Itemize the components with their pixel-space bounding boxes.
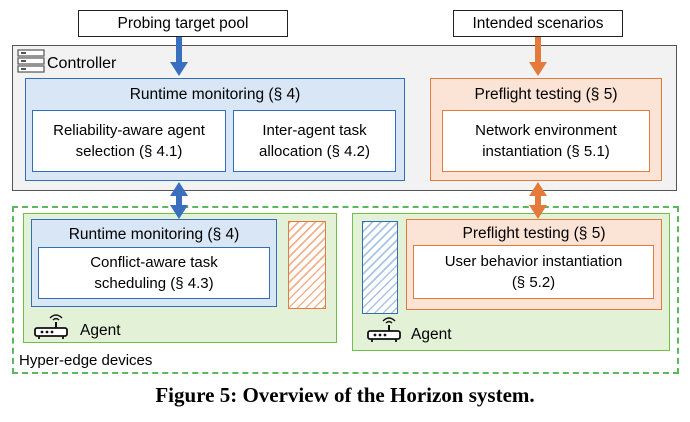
task-allocation-box: Inter-agent task allocation (§ 4.2) [233, 110, 396, 172]
left-agent-label: Agent [80, 322, 121, 339]
server-icon [17, 49, 45, 73]
intended-scenarios-label: Intended scenarios [472, 14, 604, 32]
left-agent-preflight-placeholder [288, 221, 326, 309]
agent-selection-box: Reliability-aware agent selection (§ 4.1… [32, 110, 226, 172]
hyper-edge-container [12, 206, 679, 374]
figure-caption: Figure 5: Overview of the Horizon system… [155, 383, 535, 407]
right-agent-runtime-placeholder [362, 221, 398, 314]
router-icon [367, 317, 401, 342]
network-instantiation-box: Network environment instantiation (§ 5.1… [442, 110, 650, 172]
right-agent-label: Agent [411, 326, 452, 343]
controller-runtime-monitoring-title: Runtime monitoring (§ 4) [129, 86, 301, 103]
controller-label: Controller [47, 55, 117, 72]
intended-scenarios-box: Intended scenarios [453, 10, 623, 37]
probing-target-pool-box: Probing target pool [78, 10, 288, 37]
controller-preflight-testing-title: Preflight testing (§ 5) [474, 86, 618, 103]
task-scheduling-box: Conflict-aware task scheduling (§ 4.3) [38, 247, 270, 299]
router-icon [34, 314, 68, 339]
agent-preflight-testing-title: Preflight testing (§ 5) [462, 225, 606, 242]
probing-target-pool-label: Probing target pool [117, 14, 249, 32]
hyper-edge-label: Hyper-edge devices [19, 352, 153, 369]
user-behavior-box: User behavior instantiation (§ 5.2) [413, 245, 654, 299]
agent-runtime-monitoring-title: Runtime monitoring (§ 4) [68, 226, 240, 243]
